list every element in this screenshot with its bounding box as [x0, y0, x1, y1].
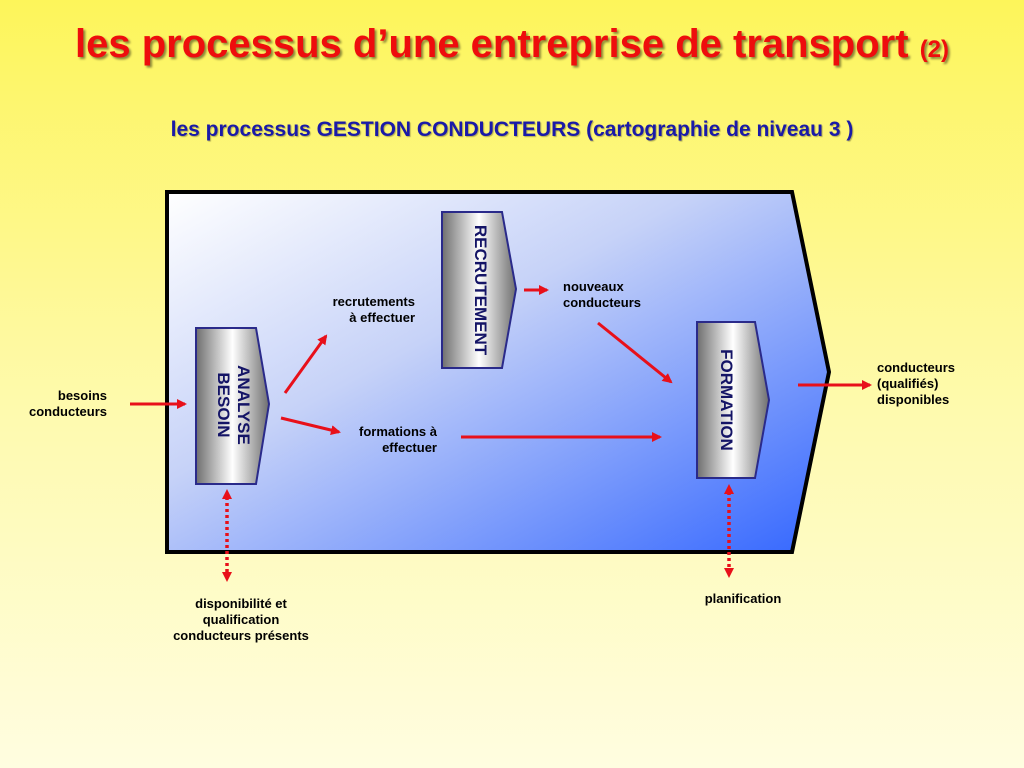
- process-analyse-label: ANALYSE BESOIN: [213, 355, 253, 455]
- label-planification: planification: [704, 591, 782, 606]
- title-main: les processus d’une entreprise de transp…: [74, 22, 909, 66]
- qualifies-line-1: conducteurs: [877, 360, 956, 375]
- formations-line-2: effectuer: [382, 440, 437, 455]
- label-conducteurs-qualifies: conducteurs (qualifiés) disponibles: [877, 360, 997, 408]
- title-suffix: (2): [919, 36, 950, 63]
- process-formation[interactable]: [696, 321, 771, 479]
- nouveaux-line-2: conducteurs: [563, 295, 642, 310]
- besoins-line-2: conducteurs: [28, 404, 107, 419]
- label-besoins-conducteurs: besoins conducteurs: [10, 388, 107, 420]
- arrow-analyse-to-recrutements: [283, 334, 328, 394]
- recrutements-line-1: recrutements: [332, 294, 415, 309]
- arrow-nouveaux-to-formation: [597, 321, 673, 384]
- label-disponibilite-qualification: disponibilité et qualification conducteu…: [150, 596, 332, 644]
- process-formation-label: FORMATION: [717, 349, 736, 451]
- qualifies-line-3: disponibles: [877, 392, 950, 407]
- besoins-line-1: besoins: [57, 388, 107, 403]
- disponibilite-line-2: qualification: [202, 612, 280, 627]
- formations-line-1: formations à: [358, 424, 437, 439]
- analyse-label-line-2: BESOIN: [214, 372, 233, 438]
- label-nouveaux-conducteurs: nouveaux conducteurs: [563, 279, 673, 311]
- analyse-label-line-1: ANALYSE: [234, 365, 253, 445]
- label-formations-a-effectuer: formations à effectuer: [330, 424, 437, 456]
- process-recrutement-label: RECRUTEMENT: [471, 224, 490, 356]
- recrutements-line-2: à effectuer: [349, 310, 415, 325]
- disponibilite-line-3: conducteurs présents: [173, 628, 309, 643]
- nouveaux-line-1: nouveaux: [563, 279, 624, 294]
- page-title: les processus d’une entreprise de transp…: [0, 22, 1024, 67]
- page-subtitle: les processus GESTION CONDUCTEURS (carto…: [170, 118, 854, 141]
- label-recrutements-a-effectuer: recrutements à effectuer: [300, 294, 415, 326]
- process-panel: [165, 190, 832, 554]
- arrow-analyse-to-formations: [280, 416, 341, 435]
- qualifies-line-2: (qualifiés): [877, 376, 939, 391]
- disponibilite-line-1: disponibilité et: [195, 596, 287, 611]
- process-analyse-besoin[interactable]: [195, 327, 271, 485]
- process-recrutement[interactable]: [441, 211, 518, 369]
